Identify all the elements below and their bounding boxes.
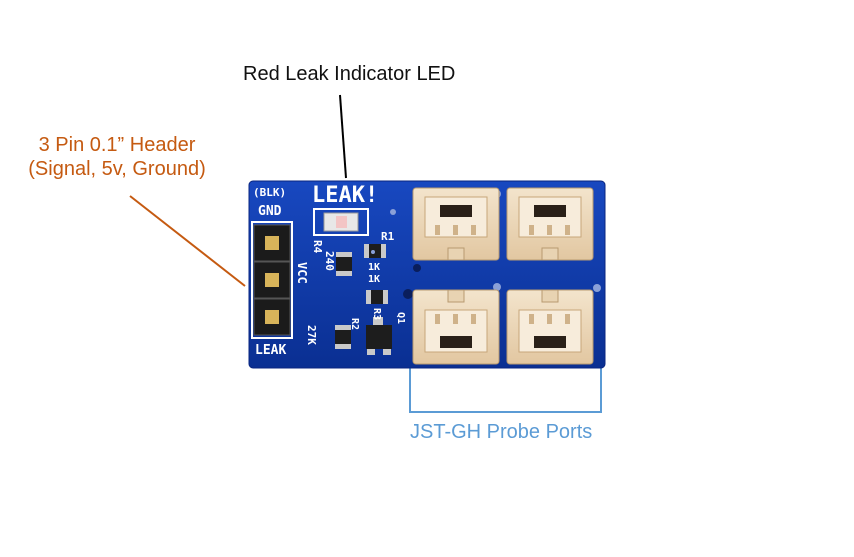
silk-27k: 27K (305, 325, 318, 345)
via (413, 264, 421, 272)
jst-connector-bottom-left (412, 289, 500, 365)
header-leader-line (129, 195, 246, 287)
silk-240: 240 (323, 251, 336, 271)
silk-1k-a: 1K (368, 262, 380, 273)
silk-gnd: GND (258, 204, 282, 219)
silk-r1: R1 (381, 230, 395, 243)
led-lens (336, 216, 347, 228)
header-silk-outline (251, 221, 293, 339)
led-silk-outline (313, 208, 369, 236)
silk-leak-pin: LEAK (255, 343, 286, 358)
resistor-r2 (335, 325, 351, 349)
resistor-r4 (336, 252, 352, 276)
silk-1k-b: 1K (368, 274, 380, 285)
silk-q1: Q1 (395, 312, 406, 324)
header-annotation-line2: (Signal, 5v, Ground) (28, 158, 206, 180)
via (390, 209, 396, 215)
via (593, 284, 601, 292)
silk-leak-title: LEAK! (312, 183, 378, 208)
via (493, 283, 501, 291)
jst-connector-top-right (506, 187, 594, 261)
led-annotation-label: Red Leak Indicator LED (243, 63, 456, 85)
silk-vcc: VCC (295, 262, 309, 284)
header-annotation-line1: 3 Pin 0.1” Header (38, 134, 196, 156)
probe-bracket (409, 368, 602, 413)
silk-r3: R3 (371, 308, 382, 320)
silk-r4: R4 (311, 240, 324, 254)
via (403, 289, 413, 299)
resistor-r3 (366, 290, 388, 304)
jst-connector-bottom-right (506, 289, 594, 365)
via (371, 250, 375, 254)
resistor-r1 (364, 244, 386, 258)
transistor-q1 (366, 317, 392, 355)
led-leader-line (339, 94, 347, 179)
silk-r2: R2 (349, 318, 360, 330)
jst-connector-top-left (412, 187, 500, 261)
header-annotation-label: 3 Pin 0.1” Header (Signal, 5v, Ground) (10, 133, 224, 181)
pin-header (253, 224, 291, 336)
silk-blk: (BLK) (253, 186, 286, 199)
probe-annotation-label: JST-GH Probe Ports (410, 421, 593, 443)
